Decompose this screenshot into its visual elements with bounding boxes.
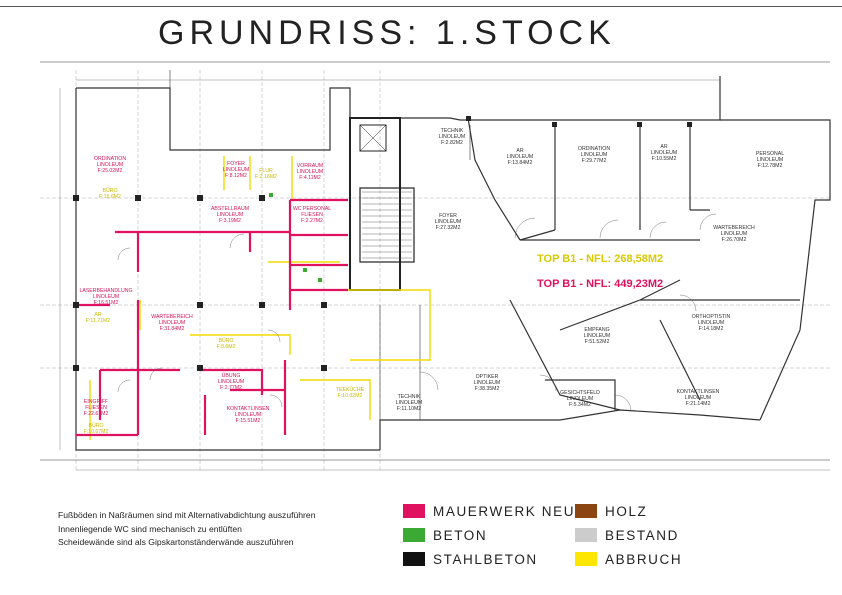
legend-swatch (403, 552, 425, 566)
concrete-posts (269, 193, 322, 282)
legend-swatch (575, 528, 597, 542)
legend-label: ABBRUCH (605, 551, 683, 567)
legend-swatch (575, 552, 597, 566)
legend-item-beton: BETON (403, 526, 487, 544)
legend-label: HOLZ (605, 503, 648, 519)
door-swings (117, 213, 717, 412)
legend-item-stahlbeton: STAHLBETON (403, 550, 538, 568)
legend-item-bestand: BESTAND (575, 526, 679, 544)
legend-item-mauerwerk-neu: MAUERWERK NEU (403, 502, 575, 520)
dimension-lines (59, 79, 830, 471)
new-masonry-walls (76, 198, 348, 437)
legend-swatch (403, 504, 425, 518)
note-line: Scheidewände sind als Gipskartonständerw… (58, 537, 294, 547)
legend-item-abbruch: ABBRUCH (575, 550, 682, 568)
top-rule (0, 6, 842, 7)
legend-swatch (575, 504, 597, 518)
legend-swatch (403, 528, 425, 542)
legend-label: STAHLBETON (433, 551, 538, 567)
grid-lines (40, 70, 830, 470)
nfl-yellow-label: TOP B1 - NFL: 268,58M2 (537, 253, 663, 265)
outer-walls (75, 76, 831, 451)
note-line: Innenliegende WC sind mechanisch zu entl… (58, 523, 242, 534)
legend-item-holz: HOLZ (575, 502, 647, 520)
svg-text:ARF:11.71M2: ARF:11.71M2 (86, 312, 111, 324)
page-title: GRUNDRISS: 1.STOCK (158, 14, 616, 52)
stair-core (349, 117, 415, 291)
legend-label: BETON (433, 527, 488, 543)
legend-label: MAUERWERK NEU (433, 503, 576, 519)
thin-walls (40, 61, 830, 461)
notes: Fußböden in Naßräumen sind mit Alternati… (58, 509, 315, 550)
note-line: Fußböden in Naßräumen sind mit Alternati… (58, 510, 316, 520)
columns (73, 116, 692, 371)
legend-label: BESTAND (605, 527, 679, 543)
nfl-red-label: TOP B1 - NFL: 449,23M2 (537, 278, 663, 290)
